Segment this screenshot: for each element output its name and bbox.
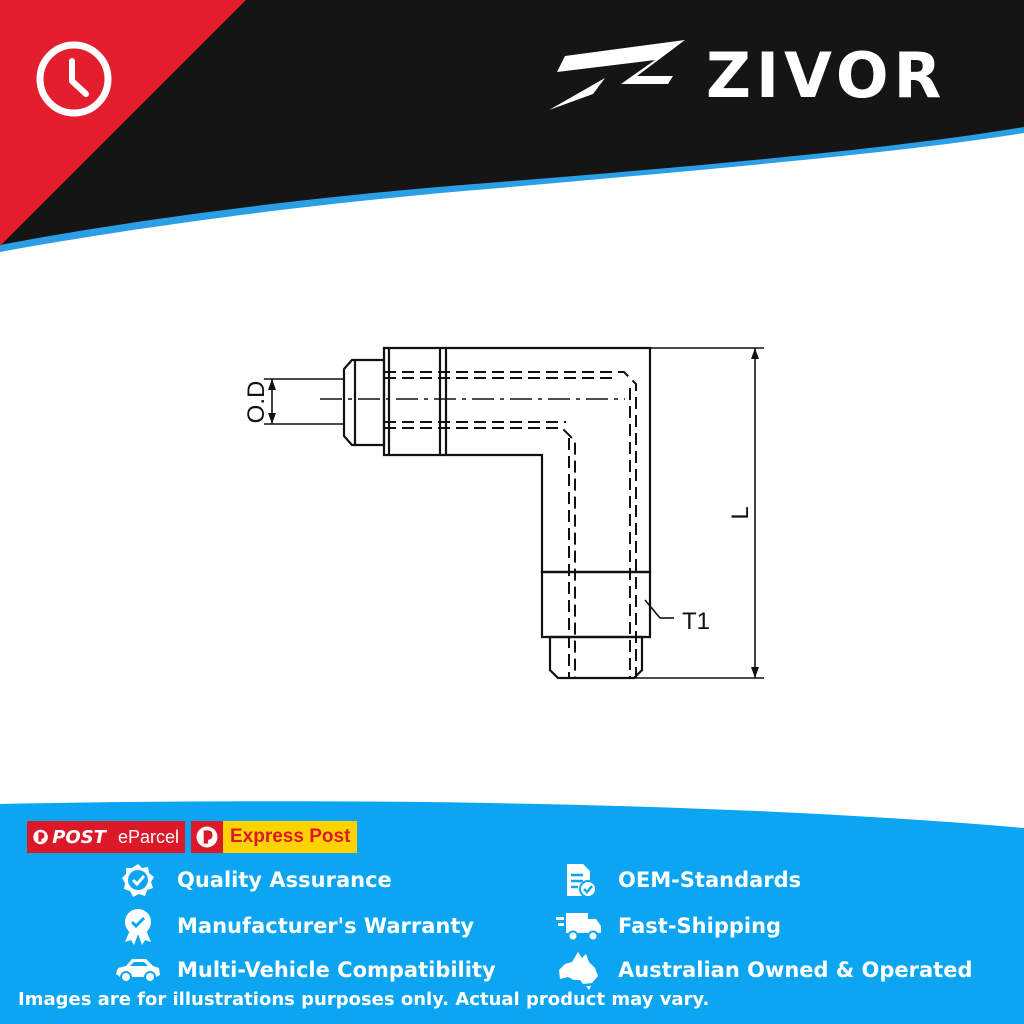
clock-icon[interactable] [34,39,114,119]
auspost-service-label: eParcel [117,826,179,847]
elbow-fitting-drawing: O.D L T1 [243,346,764,680]
disclaimer-text: Images are for illustrations purposes on… [18,989,710,1010]
brand-emblem-icon [549,40,685,110]
feature-manufacturers-warranty: Manufacturer's Warranty [114,906,474,946]
thread-label: T1 [682,608,710,635]
header-red-corner [0,0,246,246]
feature-label: Manufacturer's Warranty [177,914,475,938]
delivery-truck-icon [555,906,603,946]
length-label: L [727,506,754,519]
feature-oem-standards: OEM-Standards [555,860,801,900]
footer-background [0,801,1024,1024]
feature-quality-assurance: Quality Assurance [114,860,392,900]
auspost-mark: POST [52,826,106,848]
feature-label: Quality Assurance [177,868,392,892]
australia-map-icon [555,950,603,990]
auspost-eparcel-badge: POST eParcel [27,821,185,853]
feature-multi-vehicle-compatibility: Multi-Vehicle Compatibility [114,950,496,990]
feature-label: OEM-Standards [618,868,802,892]
fitting-left-hex [382,346,448,457]
document-check-icon [555,860,603,900]
shipping-badges: POST eParcel Express Post [27,821,358,853]
warranty-medal-icon [114,906,162,946]
car-icon [114,950,162,990]
quality-badge-icon [114,860,162,900]
fitting-left-nut [342,358,386,447]
fitting-bottom-thread [540,570,652,639]
feature-label: Australian Owned & Operated [618,958,973,982]
brand-logo [545,36,985,116]
header-banner [0,0,1024,252]
fitting-elbow-body [446,346,652,574]
outer-diameter-label: O.D [243,381,270,424]
express-post-badge: Express Post [191,821,358,853]
feature-label: Fast-Shipping [618,914,782,938]
brand-name: ZIVOR [706,39,947,112]
feature-label: Multi-Vehicle Compatibility [177,958,496,982]
feature-australian-owned: Australian Owned & Operated [555,950,972,990]
feature-fast-shipping: Fast-Shipping [555,906,781,946]
footer-banner: POST eParcel Express Post Quality Assura… [0,790,1024,1024]
express-post-label: Express Post [223,821,358,853]
express-post-logo-icon [191,821,223,853]
auspost-logo-icon [33,829,48,845]
